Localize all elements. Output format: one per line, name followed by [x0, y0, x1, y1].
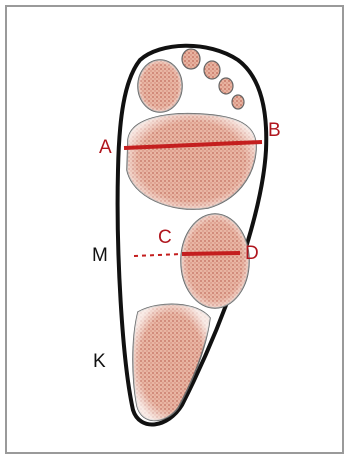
label-a: A	[99, 137, 112, 158]
label-c: C	[158, 227, 172, 248]
label-d: D	[245, 243, 259, 264]
label-m: M	[92, 245, 108, 266]
label-k: K	[93, 351, 106, 372]
label-b: B	[268, 120, 281, 141]
line-c-d	[182, 253, 240, 254]
